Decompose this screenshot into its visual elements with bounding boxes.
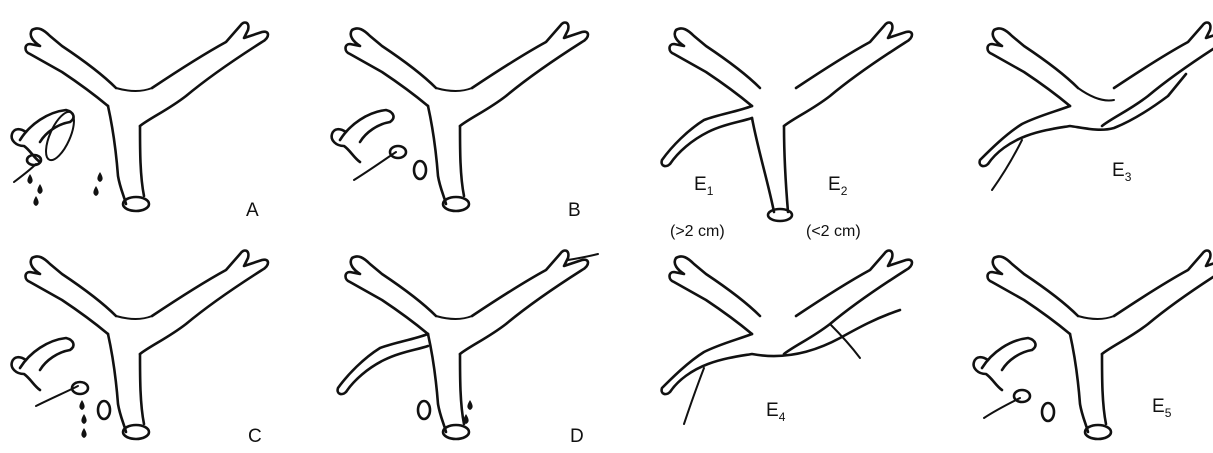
panel-c: C <box>12 251 268 447</box>
label-e3: E3 <box>1112 160 1132 184</box>
panel-a: A <box>12 23 268 221</box>
panel-e3: E3 <box>980 23 1213 190</box>
panel-label-a: A <box>246 200 259 221</box>
panel-e1-e2: E1 (>2 cm) E2 (<2 cm) <box>662 23 912 240</box>
panel-e5: E5 <box>974 251 1213 439</box>
label-e2: E2 <box>828 174 848 198</box>
panel-d: D <box>338 251 598 447</box>
label-e1: E1 <box>694 174 714 198</box>
panel-b: B <box>332 23 588 221</box>
note-e2: (<2 cm) <box>806 223 861 240</box>
panel-label-b: B <box>568 200 581 221</box>
label-e4: E4 <box>766 400 786 424</box>
panel-label-d: D <box>570 426 584 447</box>
label-e5: E5 <box>1152 396 1172 420</box>
note-e1: (>2 cm) <box>670 223 725 240</box>
panel-e4: E4 <box>662 251 912 424</box>
panel-label-c: C <box>248 426 262 447</box>
